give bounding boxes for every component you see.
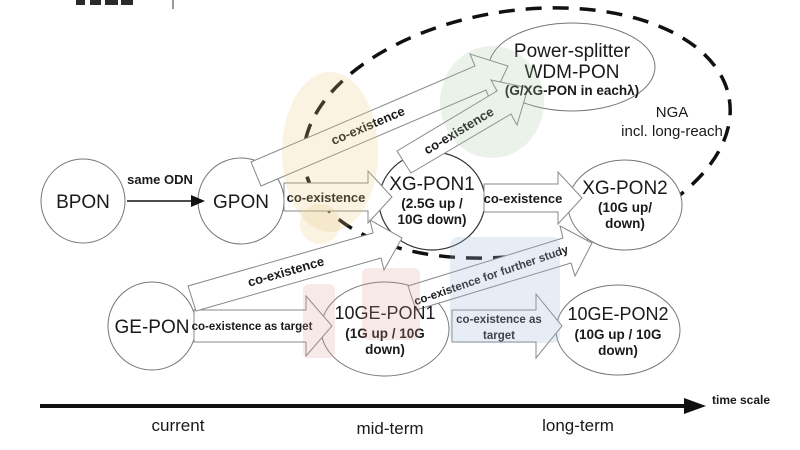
- arrow-xgpon1-to-wdmpon: [396, 79, 529, 174]
- xgpon1-label: XG-PON1: [389, 174, 475, 195]
- xgpon2-sub2: down): [605, 216, 645, 231]
- coexistence-label-gpon-xgpon1: co-existence: [287, 190, 366, 205]
- further-study-label: co-existence for further study: [413, 244, 571, 308]
- arrow-10gepon1-to-10gepon2: [451, 292, 563, 360]
- xgpon1-sub2: 10G down): [397, 212, 466, 227]
- xgpon2-sub1: (10G up/: [598, 200, 652, 215]
- bpon-label: BPON: [56, 192, 110, 213]
- xgpon1-sub1: (2.5G up /: [401, 196, 463, 211]
- arrow-gpon-to-wdmpon: [250, 53, 509, 187]
- timeline-long-term: long-term: [542, 416, 614, 435]
- timeline-current: current: [152, 416, 205, 435]
- node-bpon: [40, 158, 126, 244]
- time-axis-arrowhead: [684, 398, 706, 414]
- gepon-label: GE-PON: [115, 317, 190, 338]
- 10gepon2-sub1: (10G up / 10G: [574, 327, 661, 342]
- nga-region-label-line2: incl. long-reach: [621, 123, 723, 140]
- arrow-gepon-to-xgpon1: [187, 219, 403, 312]
- gpon-label: GPON: [213, 192, 269, 213]
- coexistence-target-label-1: co-existence as target: [192, 321, 313, 333]
- coexistence-target-label-2b: target: [483, 330, 515, 342]
- nga-region-ellipse: [302, 6, 732, 260]
- top-edge-artifact: [76, 0, 174, 9]
- wdmpon-label-line2: WDM-PON: [525, 62, 620, 83]
- 10gepon1-sub1: (1G up / 10G: [345, 326, 425, 341]
- same-odn-label: same ODN: [127, 172, 193, 187]
- time-scale-label: time scale: [712, 393, 770, 407]
- arrow-gepon-to-10gepon1: [193, 294, 333, 358]
- coexistence-label-xgpon1-xgpon2: co-existence: [484, 191, 563, 206]
- arrow-bpon-to-gpon-head: [191, 195, 205, 207]
- arrow-gpon-to-xgpon1: [283, 169, 393, 225]
- 10gepon2-label: 10GE-PON2: [567, 304, 668, 324]
- wdmpon-sub: (G/XG-PON in eachλ): [505, 83, 639, 98]
- xgpon2-label: XG-PON2: [582, 178, 668, 199]
- nga-region-label-line1: NGA: [656, 104, 689, 121]
- wdmpon-label-line1: Power-splitter: [514, 41, 631, 62]
- 10gepon1-label: 10GE-PON1: [334, 303, 435, 323]
- arrow-xgpon1-to-xgpon2: [483, 170, 583, 226]
- arrow-10gepon1-to-xgpon2: [407, 225, 593, 311]
- coexistence-target-label-2a: co-existence as: [456, 314, 542, 326]
- timeline-mid-term: mid-term: [356, 419, 423, 438]
- 10gepon2-sub2: down): [598, 343, 638, 358]
- 10gepon1-sub2: down): [365, 342, 405, 357]
